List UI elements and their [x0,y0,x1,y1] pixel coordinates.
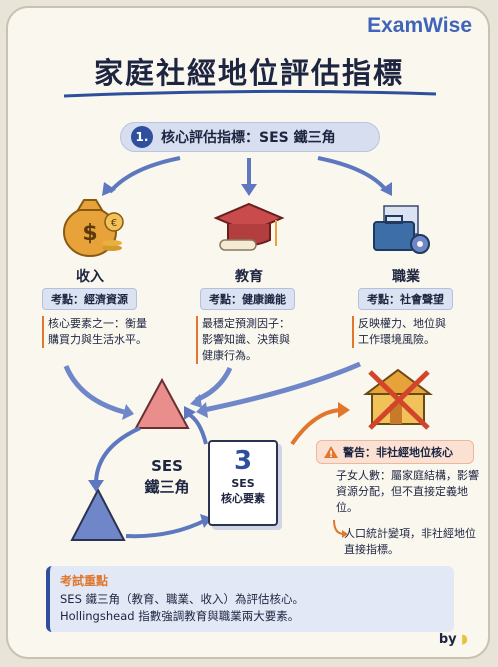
arrow-head-education [241,184,257,196]
arrow-occupation-to-triangle [203,361,361,413]
ses-triangle-label: SES 鐵三角 [132,456,202,498]
section-label: 核心評估指標：SES 鐵三角 [161,130,336,146]
education-desc: 最穩定預測因子： 影響知識、決策與 健康行為。 [196,316,332,364]
byline-text: by [438,632,457,647]
income-desc: 核心要素之一：衡量 購買力與生活水平。 [42,316,178,348]
arrow-income-to-triangle [63,364,125,415]
warning-icon: ! [324,446,338,459]
exam-points-box: 考試重點 SES 鐵三角（教育、職業、收入）為評估核心。 Hollingshea… [46,566,454,632]
briefcase-icon [373,205,430,254]
core-elements-number: 3 [233,446,253,476]
cycle-arrow-right-head [184,406,196,420]
income-tag: 考點：經濟資源 [42,288,137,310]
education-label: 教育 [235,269,263,285]
title-underline [63,89,437,98]
exam-line-1: SES 鐵三角（教育、職業、收入）為評估核心。 [60,592,305,606]
ses-label-line2: 鐵三角 [144,478,190,496]
banana-icon: ◗ [461,632,468,647]
ses-label-line1: SES [151,457,183,475]
cycle-arrow-left-head [88,480,104,492]
arrow-head-occupation [380,182,392,196]
money-bag-icon: $ € [63,199,124,257]
income-label: 收入 [76,269,104,285]
triangle-bottom-blue [70,487,126,541]
warning-desc: 子女人數：屬家庭結構，影響資源分配，但不直接定義地位。 [336,469,479,514]
arrow-to-occupation [317,156,388,192]
brand-logo: ExamWise [367,14,472,37]
exam-title: 考試重點 [60,574,109,588]
svg-text:!: ! [329,450,333,459]
core-elements-line1: SES [231,477,255,490]
triangle-top-red [134,377,190,429]
svg-text:$: $ [82,221,97,246]
warning-label: 警告：非社經地位核心 [343,446,453,459]
arrow-to-warning [290,408,341,446]
arrow-education-to-triangle [194,366,233,403]
graduation-cap-icon [213,202,285,251]
infographic-card [6,6,490,659]
byline: by ◗ [439,632,468,647]
arrow-to-income [108,156,181,194]
house-crossed-icon [363,368,433,430]
arrow-head-income [102,182,116,196]
core-elements-line2: 核心要素 [221,492,265,505]
education-tag: 考點：健康識能 [200,288,295,310]
cycle-arrow-bottom [125,518,207,539]
occupation-label: 職業 [392,269,420,285]
section-number: 1. [131,126,153,148]
page-title: 家庭社經地位評估指標 [93,56,404,90]
svg-text:€: € [111,218,117,229]
exam-line-2: Hollingshead 指數強調教育與職業兩大要素。 [60,609,300,623]
warning-badge: ! 警告：非社經地位核心 [316,440,474,464]
core-elements-card: 3 SES 核心要素 [208,440,278,526]
warning-note: 人口統計變項，非社經地位直接指標。 [344,527,476,556]
cycle-arrow-left [94,426,141,485]
cycle-arrow-right [186,412,208,445]
occupation-desc: 反映權力、地位與 工作環境風險。 [352,316,488,348]
occupation-tag: 考點：社會聲望 [358,288,453,310]
section-heading: 1. 核心評估指標：SES 鐵三角 [120,122,380,152]
